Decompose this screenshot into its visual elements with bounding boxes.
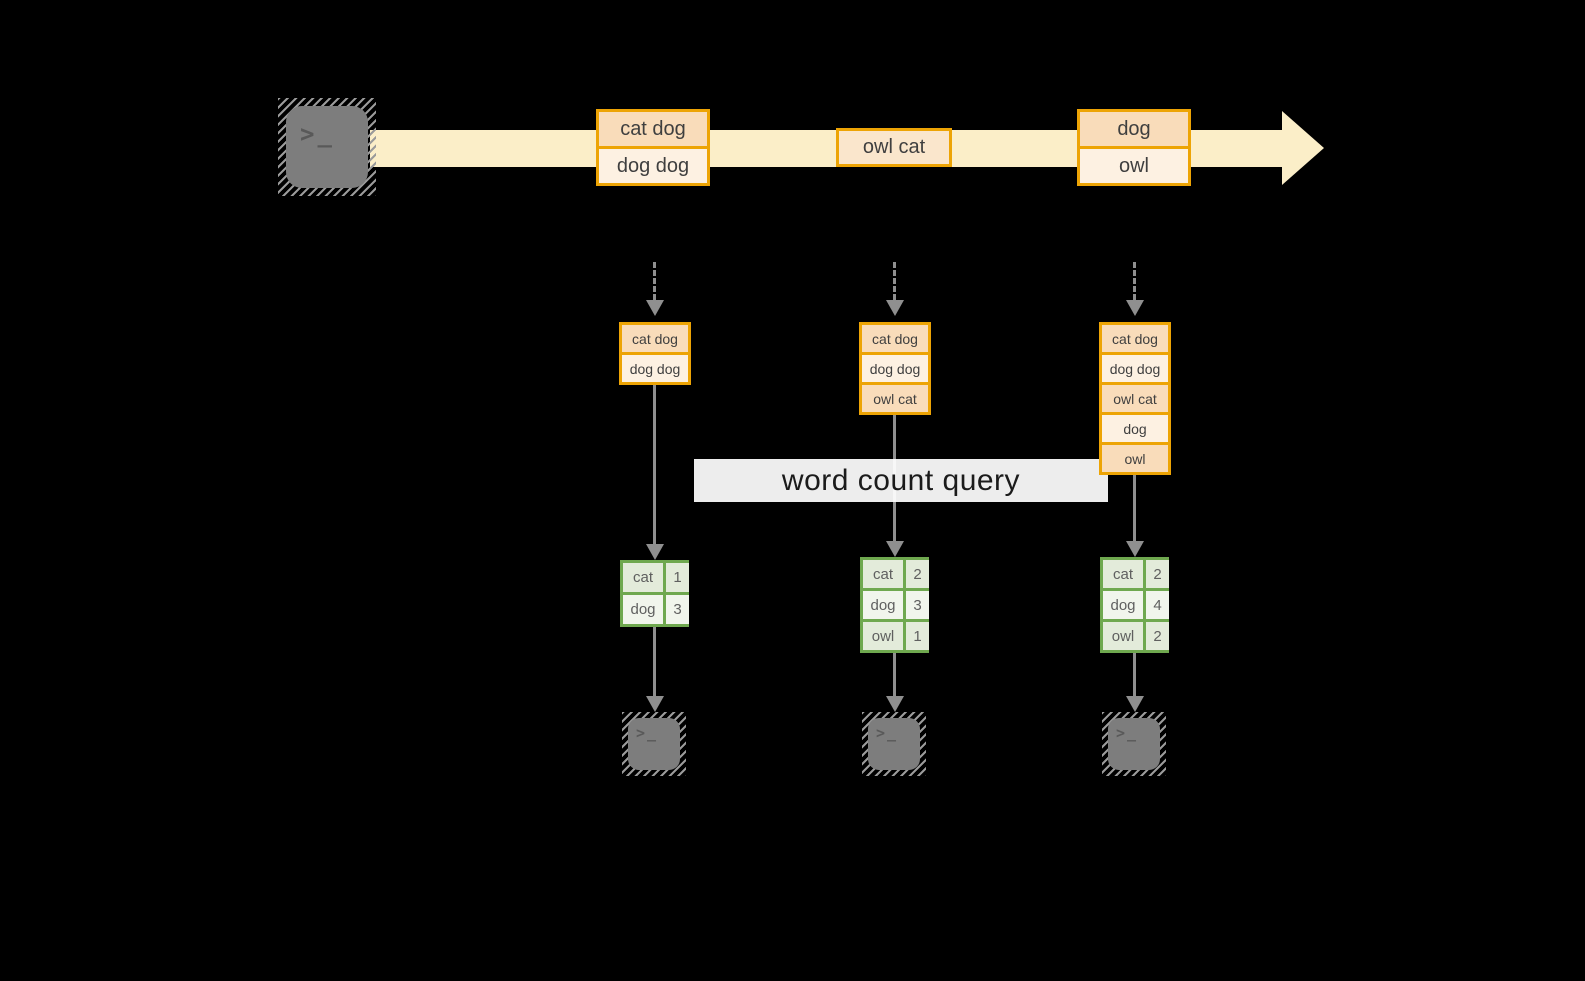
count-value-cell: 4 [1146, 591, 1169, 619]
count-table-1: cat 1 dog 3 [620, 560, 689, 627]
count-word-cell: cat [1103, 560, 1143, 588]
state-row: owl cat [1102, 385, 1168, 412]
stream-record: dog [1080, 112, 1188, 146]
count-word-cell: dog [1103, 591, 1143, 619]
arrowhead-icon [1126, 696, 1144, 712]
count-value-cell: 1 [666, 563, 689, 592]
state-row: cat dog [1102, 325, 1168, 352]
stream-record: cat dog [599, 112, 707, 146]
count-word-cell: owl [1103, 622, 1143, 650]
source-terminal-icon: >_ [278, 98, 376, 196]
terminal-icon [1108, 718, 1160, 770]
terminal-prompt-glyph: >_ [876, 724, 899, 742]
stream-record: owl [1080, 149, 1188, 183]
dashed-arrow-line [893, 262, 896, 300]
terminal-prompt-glyph: >_ [1116, 724, 1139, 742]
terminal-prompt-glyph: >_ [636, 724, 659, 742]
query-band: word count query [694, 459, 1108, 502]
output-terminal-icon: >_ [622, 712, 686, 776]
stream-record: dog dog [599, 149, 707, 183]
arrow-line [1133, 653, 1136, 696]
count-word-cell: dog [623, 595, 663, 624]
arrowhead-icon [646, 696, 664, 712]
count-value-cell: 1 [906, 622, 929, 650]
output-terminal-icon: >_ [862, 712, 926, 776]
query-label: word count query [781, 463, 1021, 497]
state-row: dog dog [1102, 355, 1168, 382]
stream-record-box-3: dog owl [1077, 109, 1191, 186]
arrowhead-icon [1126, 541, 1144, 557]
stream-record-box-1: cat dog dog dog [596, 109, 710, 186]
output-terminal-icon: >_ [1102, 712, 1166, 776]
terminal-icon [286, 106, 368, 188]
count-word-cell: cat [863, 560, 903, 588]
arrow-line [653, 627, 656, 696]
stream-arrowhead-icon [1282, 111, 1324, 185]
arrow-line [1133, 475, 1136, 541]
state-row: dog [1102, 415, 1168, 442]
state-row: owl [1102, 445, 1168, 472]
state-box-3: cat dog dog dog owl cat dog owl [1099, 322, 1171, 475]
arrow-line [893, 653, 896, 696]
arrowhead-icon [1126, 300, 1144, 316]
state-row: dog dog [622, 355, 688, 382]
count-value-cell: 2 [906, 560, 929, 588]
terminal-icon [868, 718, 920, 770]
arrowhead-icon [886, 300, 904, 316]
count-value-cell: 3 [906, 591, 929, 619]
stream-record: owl cat [839, 131, 949, 164]
state-row: dog dog [862, 355, 928, 382]
count-table-3: cat 2 dog 4 owl 2 [1100, 557, 1169, 653]
count-value-cell: 2 [1146, 622, 1169, 650]
count-word-cell: cat [623, 563, 663, 592]
count-word-cell: dog [863, 591, 903, 619]
state-box-2: cat dog dog dog owl cat [859, 322, 931, 415]
state-row: cat dog [862, 325, 928, 352]
state-row: owl cat [862, 385, 928, 412]
stream-record-box-2: owl cat [836, 128, 952, 167]
arrowhead-icon [886, 696, 904, 712]
arrowhead-icon [886, 541, 904, 557]
state-row: cat dog [622, 325, 688, 352]
terminal-icon [628, 718, 680, 770]
dashed-arrow-line [653, 262, 656, 300]
dashed-arrow-line [1133, 262, 1136, 300]
state-box-1: cat dog dog dog [619, 322, 691, 385]
count-word-cell: owl [863, 622, 903, 650]
arrow-line [653, 385, 656, 544]
arrowhead-icon [646, 300, 664, 316]
count-table-2: cat 2 dog 3 owl 1 [860, 557, 929, 653]
count-value-cell: 3 [666, 595, 689, 624]
count-value-cell: 2 [1146, 560, 1169, 588]
terminal-prompt-glyph: >_ [300, 120, 335, 148]
arrowhead-icon [646, 544, 664, 560]
